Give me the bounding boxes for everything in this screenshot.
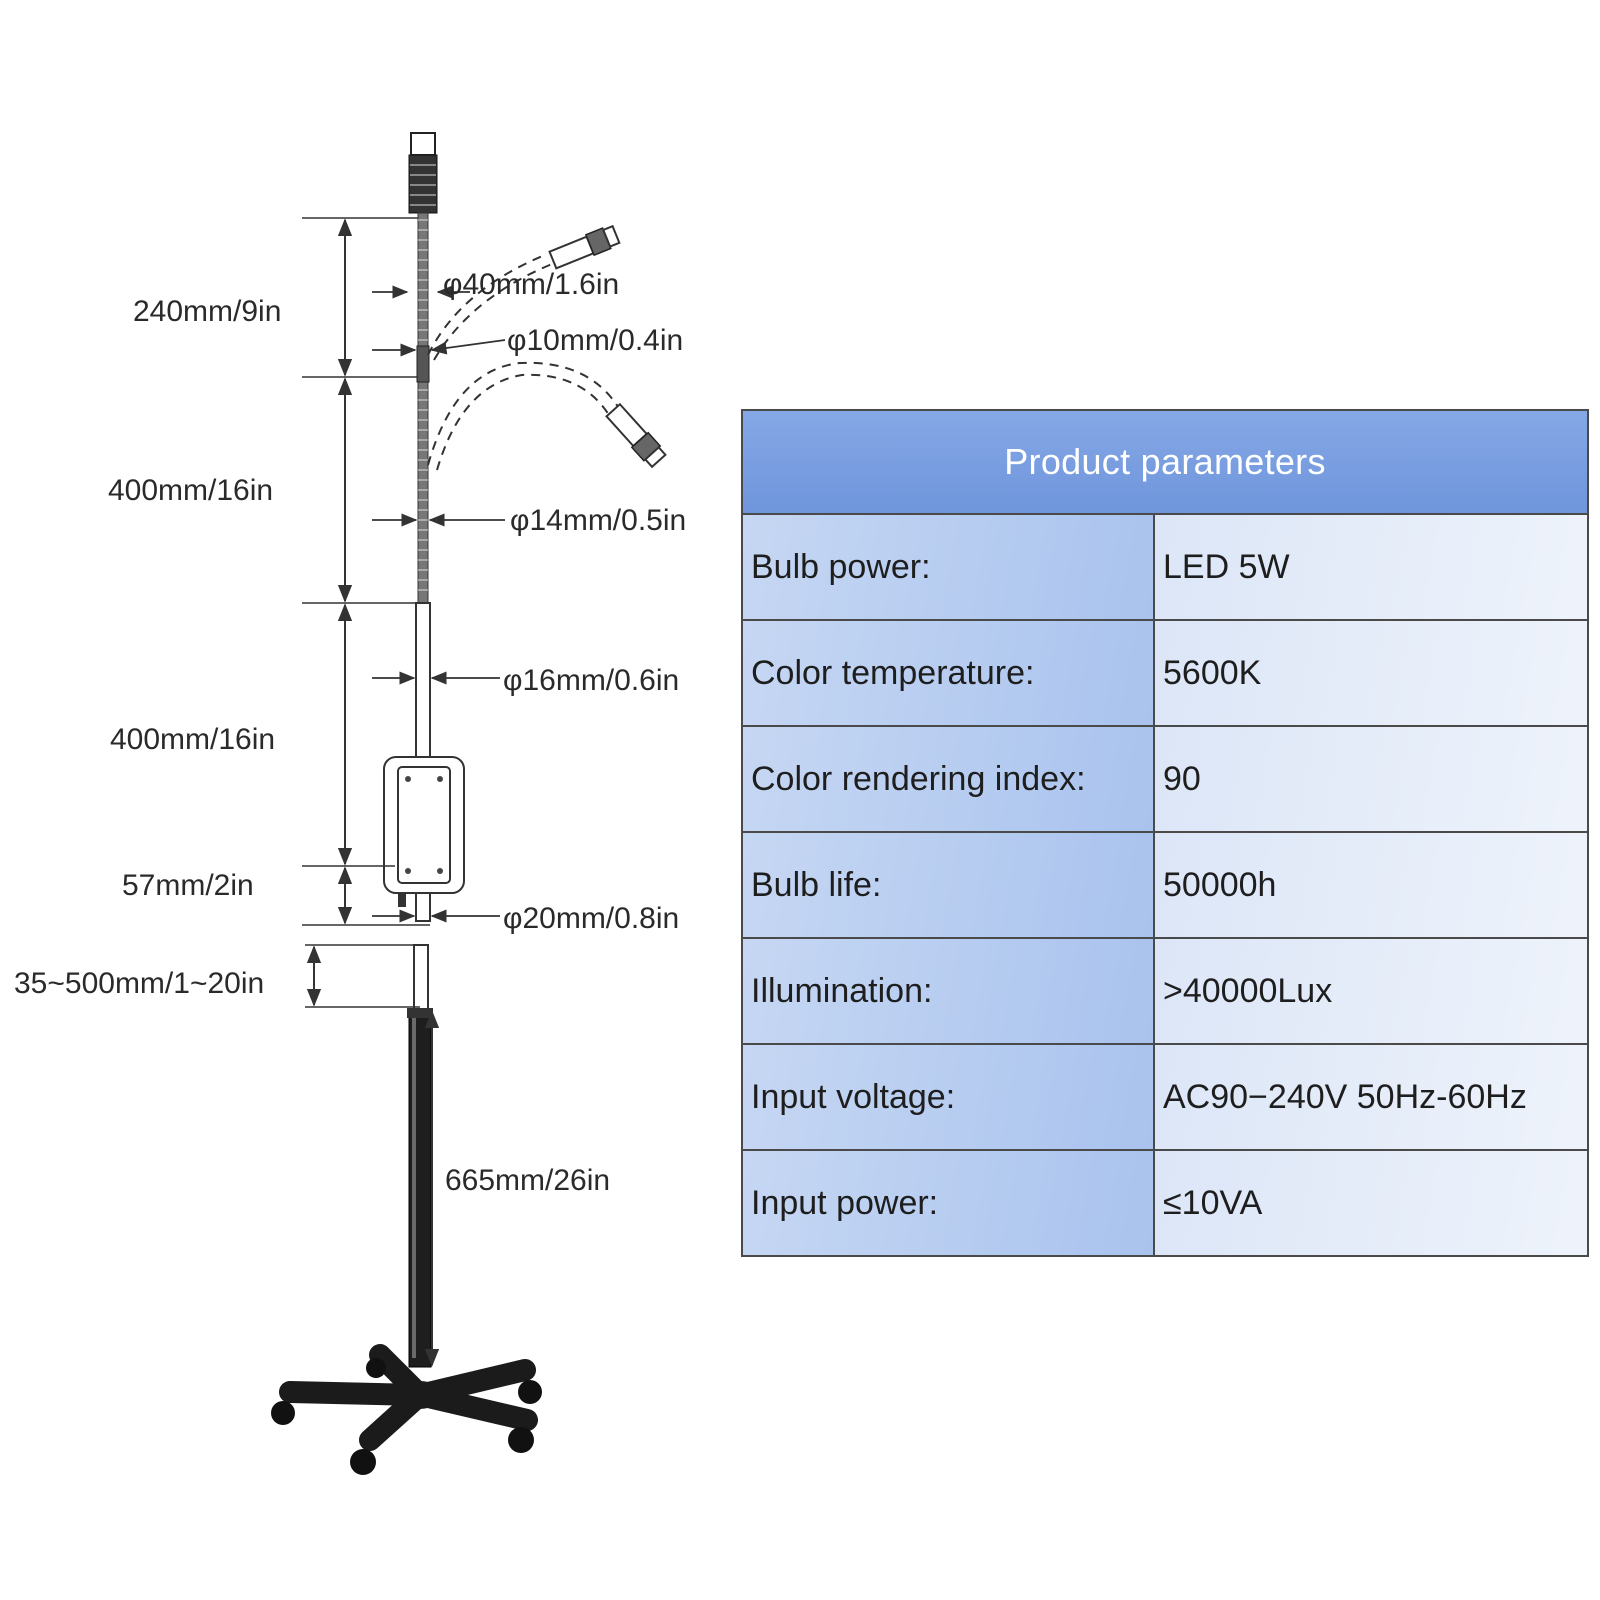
dim-arm-length-1: 240mm/9in (133, 295, 281, 328)
param-value: ≤10VA (1155, 1151, 1587, 1255)
param-name: Bulb power: (743, 515, 1155, 619)
dim-pole-adjust: 35~500mm/1~20in (14, 967, 264, 1000)
dim-lower-pole: 665mm/26in (445, 1164, 610, 1197)
gooseneck (416, 212, 430, 604)
product-parameters-table: Product parameters Bulb power: LED 5W Co… (741, 409, 1589, 1257)
param-name: Color temperature: (743, 621, 1155, 725)
dim-box-height: 57mm/2in (122, 869, 254, 902)
param-name: Input power: (743, 1151, 1155, 1255)
param-name: Illumination: (743, 939, 1155, 1043)
param-value: 5600K (1155, 621, 1587, 725)
dim-neck-diameter: φ10mm/0.4in (507, 324, 683, 357)
dim-arm-length-3: 400mm/16in (110, 723, 275, 756)
table-row: Bulb power: LED 5W (743, 515, 1587, 621)
wheel-base (271, 1344, 542, 1475)
lamp-head-ghost-upper (548, 224, 621, 270)
param-value: 90 (1155, 727, 1587, 831)
lamp-head (408, 132, 438, 214)
param-name: Input voltage: (743, 1045, 1155, 1149)
param-name: Color rendering index: (743, 727, 1155, 831)
dim-head-diameter: φ40mm/1.6in (443, 268, 619, 301)
dim-base-rod-diameter: φ20mm/0.8in (503, 902, 679, 935)
table-row: Input power: ≤10VA (743, 1151, 1587, 1255)
param-value: LED 5W (1155, 515, 1587, 619)
param-name: Bulb life: (743, 833, 1155, 937)
dim-gooseneck-diameter: φ14mm/0.5in (510, 504, 686, 537)
dim-arm-length-2: 400mm/16in (108, 474, 273, 507)
stand-pole (407, 944, 433, 1368)
control-box (383, 756, 465, 922)
rigid-rod (415, 602, 431, 764)
param-value: 50000h (1155, 833, 1587, 937)
param-value: >40000Lux (1155, 939, 1587, 1043)
table-row: Color temperature: 5600K (743, 621, 1587, 727)
table-row: Illumination: >40000Lux (743, 939, 1587, 1045)
table-title: Product parameters (1004, 441, 1326, 482)
table-row: Color rendering index: 90 (743, 727, 1587, 833)
lamp-head-ghost-lower (605, 402, 667, 469)
table-row: Bulb life: 50000h (743, 833, 1587, 939)
param-value: AC90−240V 50Hz-60Hz (1155, 1045, 1587, 1149)
table-header: Product parameters (743, 411, 1587, 515)
lamp-dimension-diagram: 240mm/9in 400mm/16in 400mm/16in 57mm/2in… (14, 132, 686, 1475)
dim-rod-diameter: φ16mm/0.6in (503, 664, 679, 697)
table-row: Input voltage: AC90−240V 50Hz-60Hz (743, 1045, 1587, 1151)
